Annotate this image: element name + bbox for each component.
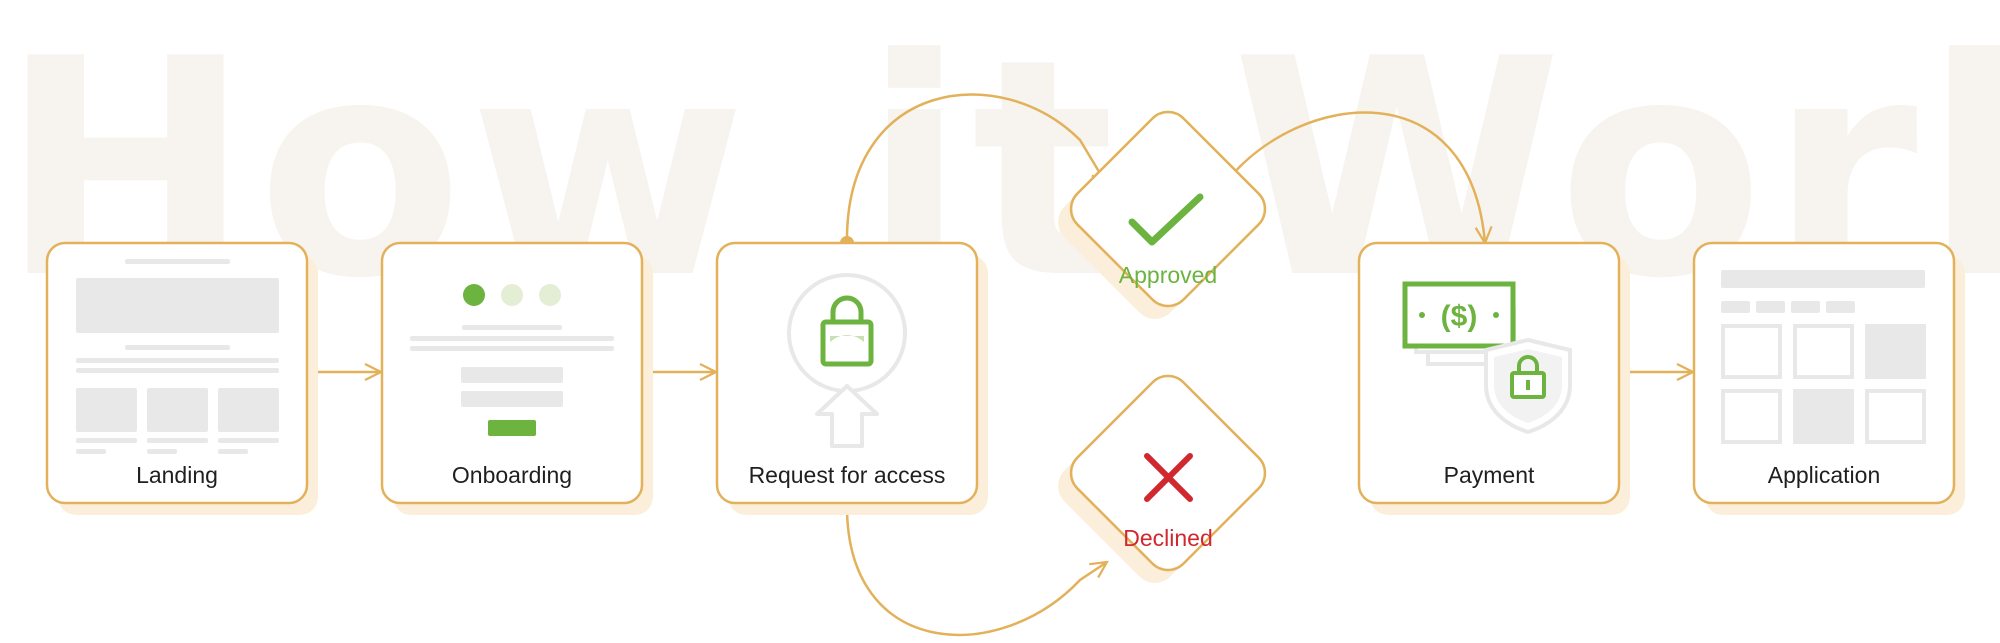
upload-arrow-icon [787, 273, 907, 448]
connector-request-declined [840, 496, 1107, 637]
step-request-for-access: Request for access [715, 241, 988, 515]
onboarding-wireframe [410, 284, 614, 436]
progress-dot [501, 284, 523, 306]
step-onboarding: Onboarding [380, 241, 653, 515]
check-icon [1128, 193, 1204, 246]
lock-icon [820, 295, 874, 367]
onboarding-cta-icon [488, 420, 536, 436]
cash-icon-text: ($) [1441, 300, 1478, 333]
step-payment: ($) Payment [1357, 241, 1630, 515]
background-title: How it Works [0, 20, 2000, 320]
shield-lock-icon [1484, 337, 1572, 435]
progress-dot [539, 284, 561, 306]
cross-icon [1144, 453, 1193, 502]
progress-dot-active [463, 284, 485, 306]
step-landing-label: Landing [136, 462, 218, 488]
decision-approved: Approved [1058, 110, 1267, 319]
application-wireframe [1721, 270, 1926, 444]
decision-declined-label: Declined [1123, 525, 1213, 551]
step-landing: Landing [45, 241, 318, 515]
decision-approved-label: Approved [1119, 262, 1217, 288]
decision-declined: Declined [1058, 374, 1267, 583]
cash-icon: ($) [1402, 281, 1516, 366]
step-request-label: Request for access [749, 462, 946, 488]
step-onboarding-label: Onboarding [452, 462, 572, 488]
step-application: Application [1692, 241, 1965, 515]
step-payment-label: Payment [1444, 462, 1535, 488]
step-application-label: Application [1768, 462, 1881, 488]
landing-page-wireframe [76, 259, 279, 454]
